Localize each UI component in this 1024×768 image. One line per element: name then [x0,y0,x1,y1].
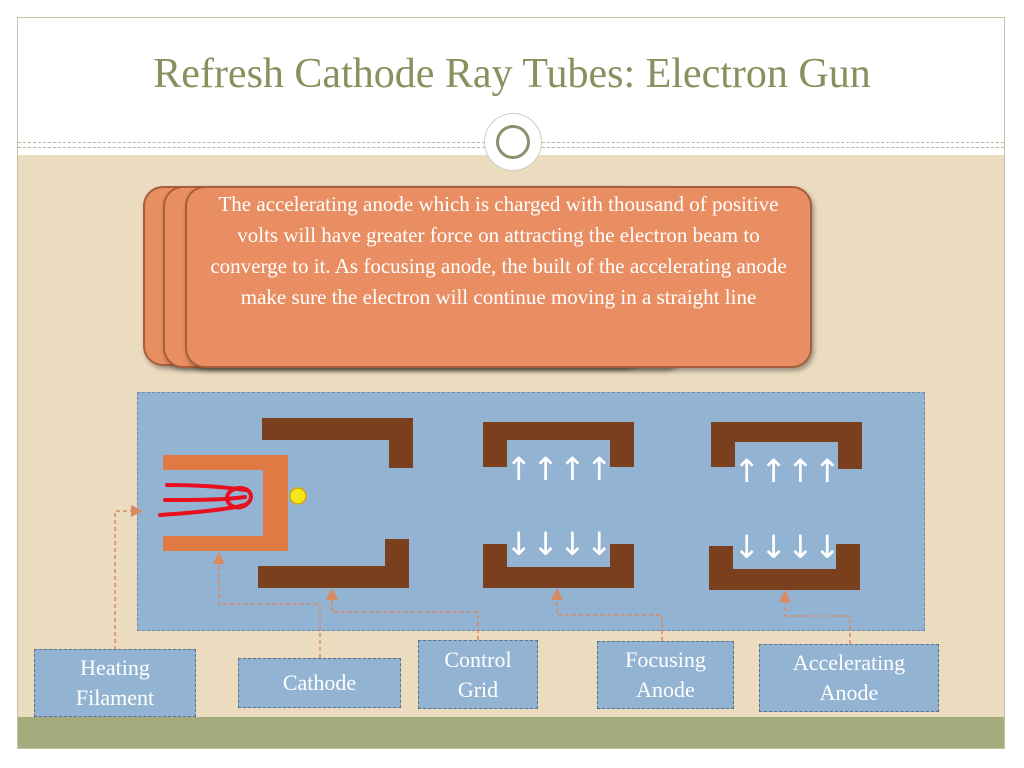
accelerating-arrows-down: ↓↓↓↓ [733,528,840,566]
label-heating-filament-line2: Filament [75,685,155,710]
footer-bar [18,717,1004,748]
leader-heating-filament [114,505,143,650]
label-cathode: Cathode [238,658,401,708]
label-focusing-anode: Focusing Anode [597,641,734,709]
label-cathode-text: Cathode [282,670,357,695]
label-accelerating-anode-line1: Accelerating [792,650,906,675]
label-heating-filament: Heating Filament [34,649,196,717]
callout-card: The accelerating anode which is charged … [185,186,812,368]
focusing-anode-top [483,422,634,467]
focusing-arrows-down: ↓↓↓↓ [505,525,612,563]
control-grid-top [262,418,413,468]
label-accelerating-anode: Accelerating Anode [759,644,939,712]
circle-ornament-icon [484,113,542,171]
leader-cathode [213,552,321,658]
focusing-arrows-up: ↑↑↑↑ [505,450,612,488]
accelerating-arrows-up: ↑↑↑↑ [733,452,840,490]
cathode-shape [163,455,288,551]
leader-control-grid [326,588,479,640]
label-control-grid: Control Grid [418,640,538,709]
label-control-grid-line2: Grid [457,676,499,702]
label-accelerating-anode-line2: Anode [819,680,879,705]
focusing-anode-bottom [483,544,634,588]
accelerating-anode-bottom [709,544,860,590]
leader-accelerating-anode [779,590,851,644]
control-grid-bottom [258,539,409,588]
label-heating-filament-line1: Heating [80,655,150,680]
slide-title: Refresh Cathode Ray Tubes: Electron Gun [153,51,871,97]
leader-focusing-anode [551,588,663,641]
accelerating-anode-top [711,422,862,469]
label-focusing-anode-line2: Anode [636,677,695,702]
label-focusing-anode-line1: Focusing [625,647,706,672]
callout-text: The accelerating anode which is charged … [210,192,787,309]
heating-filament-icon [158,483,253,517]
label-control-grid-line1: Control [444,646,512,672]
electron-icon [289,487,307,505]
slide-frame [17,17,1005,749]
